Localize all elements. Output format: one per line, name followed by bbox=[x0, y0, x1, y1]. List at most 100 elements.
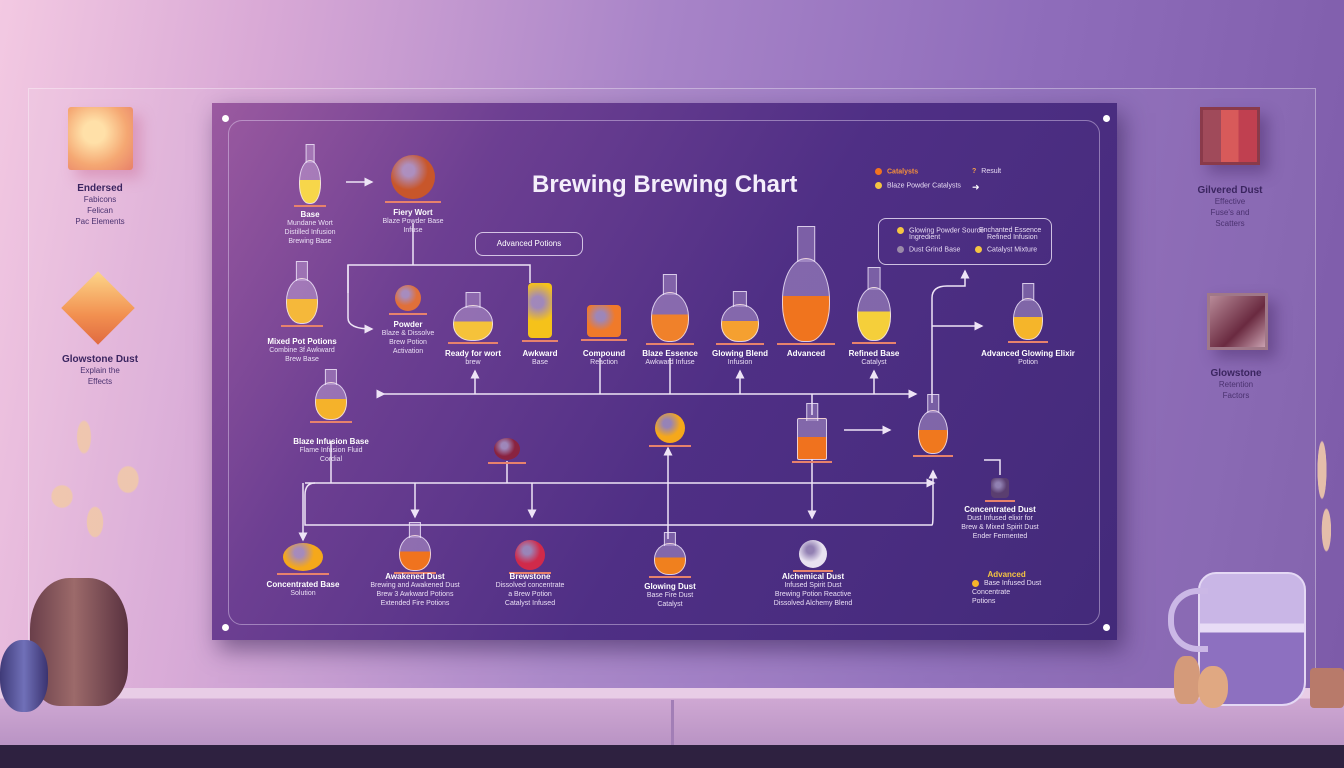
node-description: Potion bbox=[1018, 359, 1038, 366]
node-description: Infusion bbox=[727, 359, 753, 366]
jar-icon bbox=[1310, 668, 1344, 708]
floor bbox=[0, 745, 1344, 768]
plant-icon bbox=[40, 420, 150, 590]
node-description: Catalyst bbox=[657, 601, 683, 608]
advanced-potions-box: Advanced Potions bbox=[475, 232, 583, 256]
node-description: Blaze Powder Base bbox=[382, 218, 444, 225]
node-title: Glowing Blend bbox=[712, 349, 768, 358]
node-description: Distilled Infusion bbox=[284, 229, 336, 236]
node-title: Concentrated Dust bbox=[964, 505, 1036, 514]
gray-dot-icon bbox=[897, 246, 904, 253]
pixel-tile-icon bbox=[1207, 293, 1268, 350]
flask-icon bbox=[913, 410, 953, 457]
shelf-line bbox=[852, 342, 896, 344]
shelf-line bbox=[310, 421, 352, 423]
node-title: Base bbox=[300, 210, 320, 219]
yellow-dot-icon bbox=[972, 579, 979, 587]
info-item: Catalyst Mixture bbox=[975, 246, 1037, 253]
node-description: Catalyst Infused bbox=[504, 600, 556, 607]
node-description: Base bbox=[532, 359, 548, 366]
node-title: Advanced bbox=[987, 570, 1026, 579]
node-title: Compound bbox=[582, 349, 626, 358]
jar-icon bbox=[649, 543, 691, 578]
screw-icon bbox=[222, 624, 229, 631]
node-title: Awakened Dust bbox=[385, 572, 445, 581]
flask-icon bbox=[777, 258, 835, 345]
flask-icon bbox=[1008, 298, 1048, 343]
tile-icon bbox=[68, 107, 133, 170]
node-description: a Brew Potion bbox=[508, 591, 552, 598]
node-description: Base Fire Dust bbox=[646, 592, 694, 599]
cup-icon bbox=[985, 478, 1015, 502]
node-title: Concentrated Base bbox=[266, 580, 340, 589]
node-description: Catalyst bbox=[861, 359, 887, 366]
legend-item: ?Result bbox=[972, 168, 1002, 175]
node-description: Flame Infusion Fluid bbox=[299, 447, 363, 454]
node-description: brew bbox=[465, 359, 481, 366]
node-description: Dissolved concentrate bbox=[495, 582, 565, 589]
shelf-line bbox=[294, 205, 326, 207]
shelf-line bbox=[281, 325, 323, 327]
connector bbox=[984, 459, 1001, 475]
node-title: Blaze Infusion Base bbox=[293, 437, 369, 446]
shelf-line bbox=[448, 342, 498, 344]
chart-title: Brewing Brewing Chart bbox=[532, 171, 798, 198]
shelf-line bbox=[649, 576, 691, 578]
node-description: Cordial bbox=[319, 456, 343, 463]
jug-handle bbox=[1168, 588, 1208, 652]
shelf-line bbox=[913, 455, 953, 457]
small-bottle-icon bbox=[1174, 656, 1200, 704]
shelf-line bbox=[581, 339, 627, 341]
node-description: Concentrate bbox=[972, 589, 1011, 596]
legend-item: ➜ bbox=[972, 182, 980, 193]
connector bbox=[304, 469, 938, 526]
flask-icon bbox=[646, 292, 694, 345]
wine-glass-icon bbox=[488, 438, 526, 464]
node-description: Infuse bbox=[403, 227, 423, 234]
screw-icon bbox=[222, 115, 229, 122]
node-title: Powder bbox=[393, 320, 423, 329]
node-description: Mundane Wort bbox=[287, 220, 333, 227]
shelf-line bbox=[985, 500, 1015, 502]
node-description: Ender Fermented bbox=[972, 533, 1028, 540]
yellow-dot-icon bbox=[897, 227, 904, 234]
node-description: Infused Spirit Dust bbox=[784, 582, 842, 589]
node-description: Brew 3 Awkward Potions bbox=[376, 591, 454, 598]
lamp-icon bbox=[522, 283, 558, 342]
shelf-line bbox=[649, 445, 691, 447]
node-title: Refined Base bbox=[848, 349, 900, 358]
question-icon: ? bbox=[972, 168, 977, 175]
small-vase-icon bbox=[0, 640, 48, 712]
node-description: Reaction bbox=[590, 359, 618, 366]
round-flask-icon bbox=[310, 382, 352, 423]
flask-icon bbox=[852, 287, 896, 344]
node-title: Awkward bbox=[522, 349, 558, 358]
legend-item: Blaze Powder Catalysts bbox=[875, 182, 961, 189]
flow-connectors bbox=[298, 177, 1001, 542]
node-description: Activation bbox=[392, 348, 424, 355]
shelf-line bbox=[488, 462, 526, 464]
node-label: Advanced bbox=[787, 349, 825, 358]
fruit-icon bbox=[277, 543, 329, 575]
node-description: Blaze & Dissolve bbox=[381, 330, 435, 337]
node-description: Dust Infused elixir for bbox=[967, 515, 1033, 522]
node-description: Potions bbox=[972, 598, 996, 605]
node-title: Ready for wort bbox=[444, 349, 502, 358]
node-description: Combine 3f Awkward bbox=[269, 347, 335, 354]
